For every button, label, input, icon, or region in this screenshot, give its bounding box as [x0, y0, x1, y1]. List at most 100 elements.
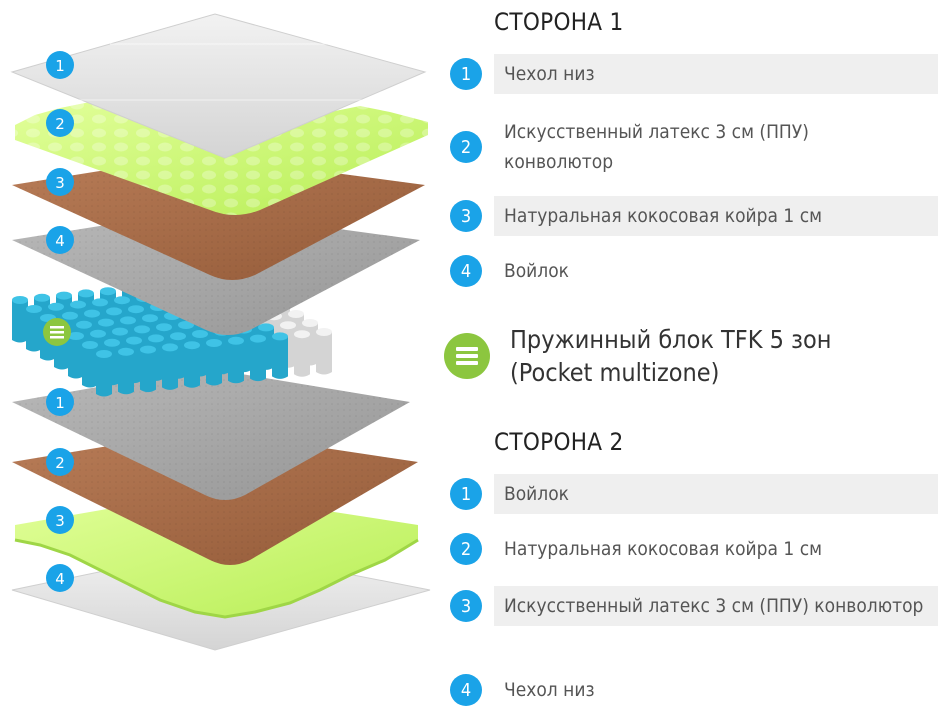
side2-item-3: 3 Искусственный латекс 3 см (ППУ) конвол… — [450, 586, 938, 626]
spring-pocket — [250, 338, 266, 382]
spring-pocket-top — [148, 334, 164, 343]
spring-pocket-top — [280, 321, 296, 330]
spring-pocket — [228, 340, 244, 384]
spring-pocket-top — [76, 320, 92, 329]
spring-pocket-top — [134, 325, 150, 334]
spring-pocket-top — [118, 347, 134, 356]
number-badge: 4 — [450, 255, 482, 287]
spring-pocket-top — [228, 336, 244, 345]
side2-item-1: 1 Войлок — [450, 474, 938, 514]
spring-pocket-top — [142, 314, 158, 323]
spring-pocket-top — [62, 311, 78, 320]
layer-label: Искусственный латекс 3 см (ППУ) конволют… — [504, 121, 809, 173]
spring-pocket-top — [12, 296, 28, 304]
illus-badge-side1-4: 4 — [46, 226, 74, 254]
spring-pocket-top — [84, 309, 100, 318]
spring-pocket-top — [178, 321, 194, 329]
spring-pocket — [162, 347, 178, 390]
spring-pocket — [272, 336, 288, 379]
svg-text:4: 4 — [55, 232, 65, 250]
side1-item-4: 4 Войлок — [450, 251, 938, 291]
svg-text:1: 1 — [55, 394, 65, 412]
spring-pocket-top — [258, 323, 274, 332]
spring-pocket-top — [68, 332, 84, 340]
spring-pocket-top — [90, 329, 106, 338]
number-badge: 4 — [450, 674, 482, 706]
spring-pocket-top — [316, 328, 332, 336]
spring-block-icon — [444, 333, 490, 379]
spring-block-label: Пружинный блок TFK 5 зон (Pocket multizo… — [510, 325, 832, 387]
illus-badge-side2-2: 2 — [46, 448, 74, 476]
spring-pocket-top — [192, 330, 208, 338]
layer-label: Натуральная кокосовая койра 1 см — [494, 196, 938, 236]
spring-pocket-top — [162, 343, 178, 352]
illus-badge-side1-3: 3 — [46, 168, 74, 196]
spring-pocket-top — [302, 319, 318, 327]
spring-pocket — [12, 300, 28, 343]
side1-item-1: 1 Чехол низ — [450, 54, 938, 94]
number-badge: 1 — [450, 478, 482, 510]
spring-pocket-top — [114, 296, 130, 305]
svg-text:4: 4 — [55, 570, 65, 588]
spring-pocket-top — [140, 345, 156, 354]
number-badge: 2 — [450, 533, 482, 565]
svg-text:2: 2 — [55, 115, 65, 133]
spring-pocket-top — [104, 338, 120, 347]
spring-pocket-top — [34, 293, 50, 302]
svg-text:3: 3 — [55, 512, 65, 530]
spring-pocket-top — [112, 327, 128, 336]
spring-pocket-top — [288, 310, 304, 318]
spring-pocket — [294, 334, 310, 377]
spring-pocket-top — [156, 323, 172, 332]
spring-pocket-top — [56, 291, 72, 300]
spring-pocket-top — [206, 339, 222, 347]
spring-pocket — [26, 309, 42, 352]
spring-pocket-top — [92, 298, 108, 307]
spring-pocket-top — [294, 330, 310, 339]
spring-pocket-top — [126, 336, 142, 345]
layer-coir-top — [12, 155, 425, 280]
spring-pocket-top — [48, 302, 64, 311]
layer-label: Войлок — [504, 260, 569, 282]
layer-cover-top — [10, 13, 427, 159]
spring-pocket-top — [106, 307, 122, 316]
illus-badge-side2-1: 1 — [46, 388, 74, 416]
spring-pocket-top — [100, 287, 116, 296]
layer-label: Натуральная кокосовая койра 1 см — [504, 538, 822, 560]
side1-item-3: 3 Натуральная кокосовая койра 1 см — [450, 196, 938, 236]
spring-pocket-top — [26, 305, 42, 313]
spring-pocket-top — [170, 332, 186, 341]
svg-text:3: 3 — [55, 174, 65, 192]
illus-badge-side1-1: 1 — [46, 51, 74, 79]
spring-pocket-top — [250, 334, 266, 343]
illus-badge-side2-4: 4 — [46, 564, 74, 592]
number-badge: 3 — [450, 200, 482, 232]
spring-pocket-top — [98, 318, 114, 327]
side1-heading: СТОРОНА 1 — [494, 8, 624, 36]
number-badge: 3 — [450, 590, 482, 622]
spring-pocket — [184, 345, 200, 388]
spring-pocket-top — [272, 332, 288, 341]
side2-item-4: 4 Чехол низ — [450, 670, 938, 710]
spring-pocket-top — [96, 350, 112, 358]
illus-badge-side1-2: 2 — [46, 109, 74, 137]
spring-pocket — [96, 354, 112, 397]
spring-pocket — [68, 336, 84, 379]
spring-pocket — [206, 343, 222, 386]
spring-pocket — [118, 351, 134, 395]
svg-text:2: 2 — [55, 454, 65, 472]
illus-badge-spring — [43, 318, 71, 346]
side1-item-2: 2 Искусственный латекс 3 см (ППУ) конвол… — [450, 112, 938, 182]
spring-pocket-top — [70, 300, 86, 309]
mattress-layers-illustration: 1 2 3 4 1 2 3 4 — [10, 13, 431, 651]
layer-label: Чехол низ — [494, 54, 938, 94]
spring-pocket-top — [128, 305, 144, 314]
spring-block-item: Пружинный блок TFK 5 зон (Pocket multizo… — [444, 318, 938, 394]
side2-heading: СТОРОНА 2 — [494, 428, 624, 456]
illus-badge-side2-3: 3 — [46, 506, 74, 534]
layer-felt-bottom — [12, 368, 410, 500]
spring-pocket-top — [78, 289, 94, 298]
layer-label: Чехол низ — [504, 679, 595, 701]
side2-item-2: 2 Натуральная кокосовая койра 1 см — [450, 529, 938, 569]
layer-label: Войлок — [494, 474, 938, 514]
